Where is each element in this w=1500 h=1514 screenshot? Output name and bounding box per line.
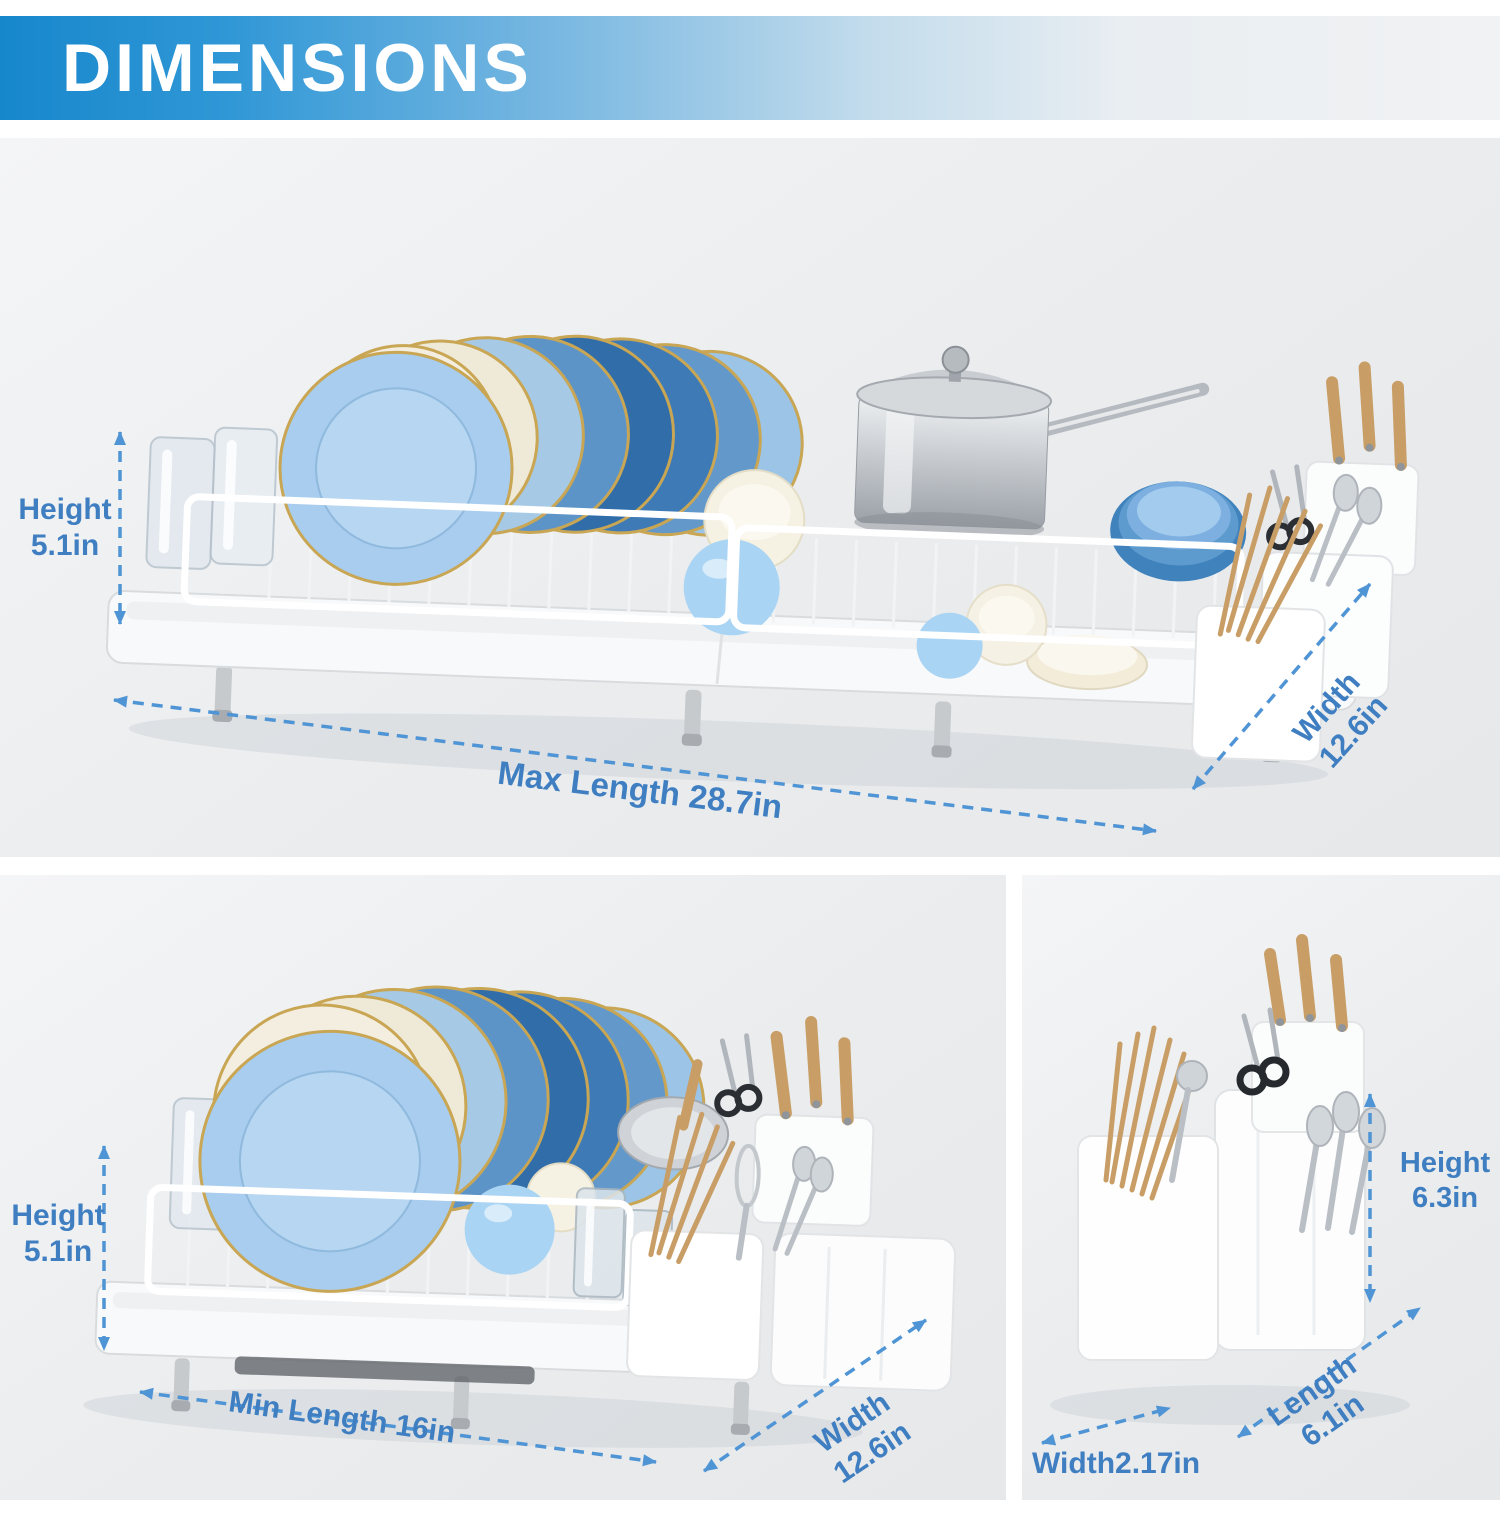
spoons [1309, 473, 1383, 587]
scissors [714, 1033, 763, 1118]
extended-height-label: Height 5.1in [18, 493, 112, 562]
plates [198, 985, 706, 1293]
small-bowls-and-plate-stack [916, 583, 1149, 691]
chopsticks [648, 1111, 736, 1265]
caddy-height-label: Height 6.3in [1399, 1147, 1491, 1214]
pot [854, 345, 1210, 540]
plates [278, 334, 804, 586]
scissors [1236, 1007, 1290, 1096]
blue-bowl-stack [1110, 481, 1247, 582]
cutlery-caddy-illustration [1050, 934, 1410, 1425]
extended-rack-illustration [105, 334, 1420, 790]
utensil-caddy [626, 1229, 765, 1381]
caddy-width-label: Width2.17in [1032, 1447, 1201, 1480]
ladle [1169, 1060, 1208, 1183]
knife-block [1302, 361, 1420, 577]
caddy-housing [769, 1232, 957, 1392]
basket-rails [144, 1184, 634, 1311]
compact-height-label: Height 5.1in [11, 1199, 105, 1268]
header-banner: DIMENSIONS [0, 16, 1500, 120]
page-title: DIMENSIONS [62, 30, 533, 106]
whisk-and-spoons [734, 1143, 834, 1261]
